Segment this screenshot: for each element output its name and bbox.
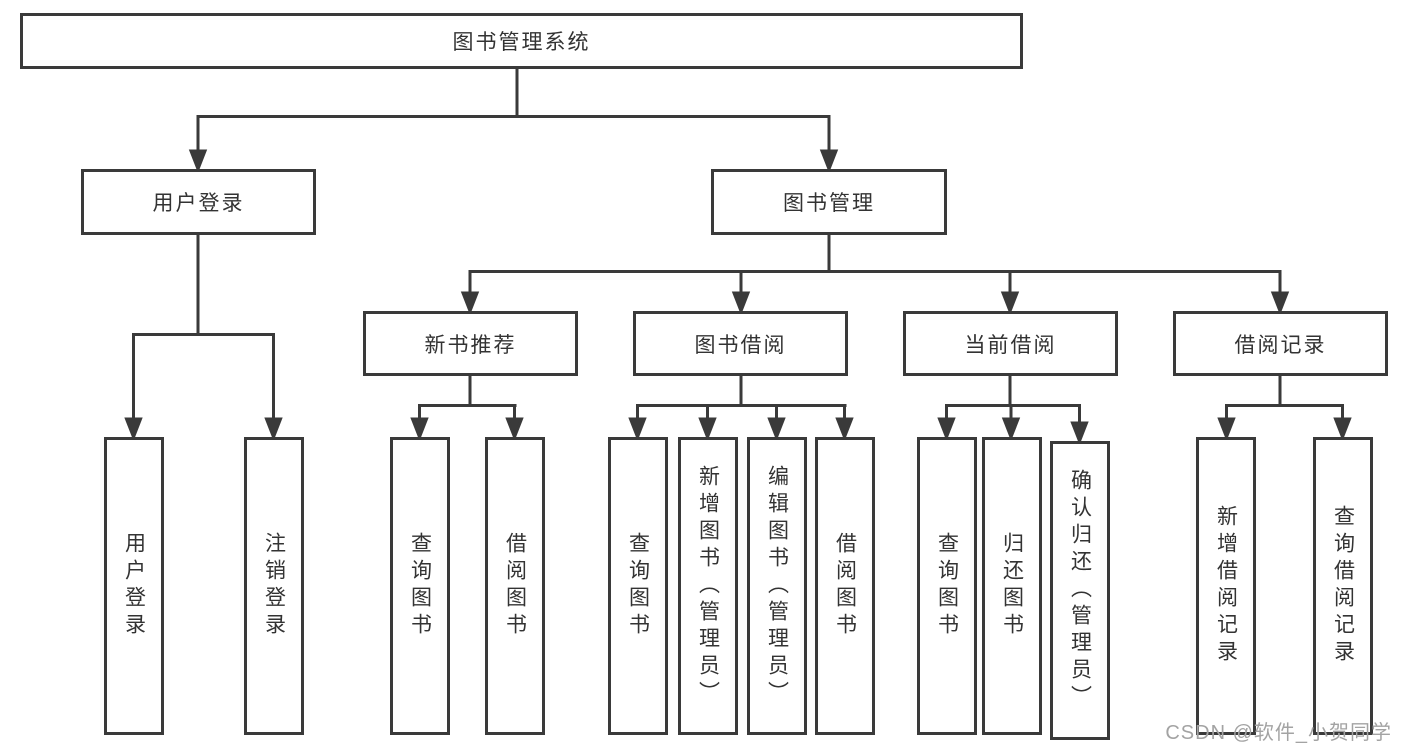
node-root: 图书管理系统 (20, 13, 1023, 69)
leaf-query-books-borrow: 查询图书 (608, 437, 668, 735)
node-book-borrowing-label: 图书借阅 (694, 333, 787, 357)
leaf-query-books-recommend: 查询图书 (390, 437, 450, 735)
leaf-user-login: 用户登录 (104, 437, 164, 735)
leaf-borrow-books-label: 借阅图书 (833, 532, 857, 640)
leaf-borrow-books-recommend-label: 借阅图书 (503, 532, 527, 640)
leaf-logout-label: 注销登录 (262, 532, 286, 640)
leaf-query-books-current-label: 查询图书 (935, 532, 959, 640)
leaf-confirm-return-admin: 确认归还（管理员） (1050, 441, 1110, 740)
leaf-return-books: 归还图书 (982, 437, 1042, 735)
node-borrowing-records-label: 借阅记录 (1234, 333, 1327, 357)
node-user-login-label: 用户登录 (152, 192, 245, 215)
node-new-book-recommend-label: 新书推荐 (424, 333, 517, 357)
leaf-query-borrow-record: 查询借阅记录 (1313, 437, 1373, 735)
leaf-edit-books-admin-label: 编辑图书（管理员） (765, 464, 789, 708)
leaf-logout: 注销登录 (244, 437, 304, 735)
leaf-borrow-books-recommend: 借阅图书 (485, 437, 545, 735)
csdn-watermark: CSDN @软件_小贺同学 (1165, 722, 1392, 744)
leaf-query-books-recommend-label: 查询图书 (408, 532, 432, 640)
node-book-management: 图书管理 (711, 169, 947, 235)
leaf-borrow-books: 借阅图书 (815, 437, 875, 735)
leaf-query-books-current: 查询图书 (917, 437, 977, 735)
leaf-return-books-label: 归还图书 (1000, 532, 1024, 640)
node-book-management-label: 图书管理 (783, 192, 875, 215)
node-current-borrowing-label: 当前借阅 (964, 333, 1057, 357)
leaf-add-borrow-record-label: 新增借阅记录 (1214, 505, 1238, 667)
leaf-add-books-admin-label: 新增图书（管理员） (696, 464, 720, 708)
node-borrowing-records: 借阅记录 (1173, 311, 1388, 376)
leaf-query-borrow-record-label: 查询借阅记录 (1331, 505, 1355, 667)
leaf-edit-books-admin: 编辑图书（管理员） (747, 437, 807, 735)
leaf-add-borrow-record: 新增借阅记录 (1196, 437, 1256, 735)
leaf-confirm-return-admin-label: 确认归还（管理员） (1068, 469, 1092, 712)
leaf-user-login-label: 用户登录 (122, 532, 146, 640)
node-book-borrowing: 图书借阅 (633, 311, 848, 376)
node-current-borrowing: 当前借阅 (903, 311, 1118, 376)
node-new-book-recommend: 新书推荐 (363, 311, 578, 376)
node-root-label: 图书管理系统 (452, 31, 591, 54)
leaf-add-books-admin: 新增图书（管理员） (678, 437, 738, 735)
leaf-query-books-borrow-label: 查询图书 (626, 532, 650, 640)
node-user-login: 用户登录 (81, 169, 316, 235)
